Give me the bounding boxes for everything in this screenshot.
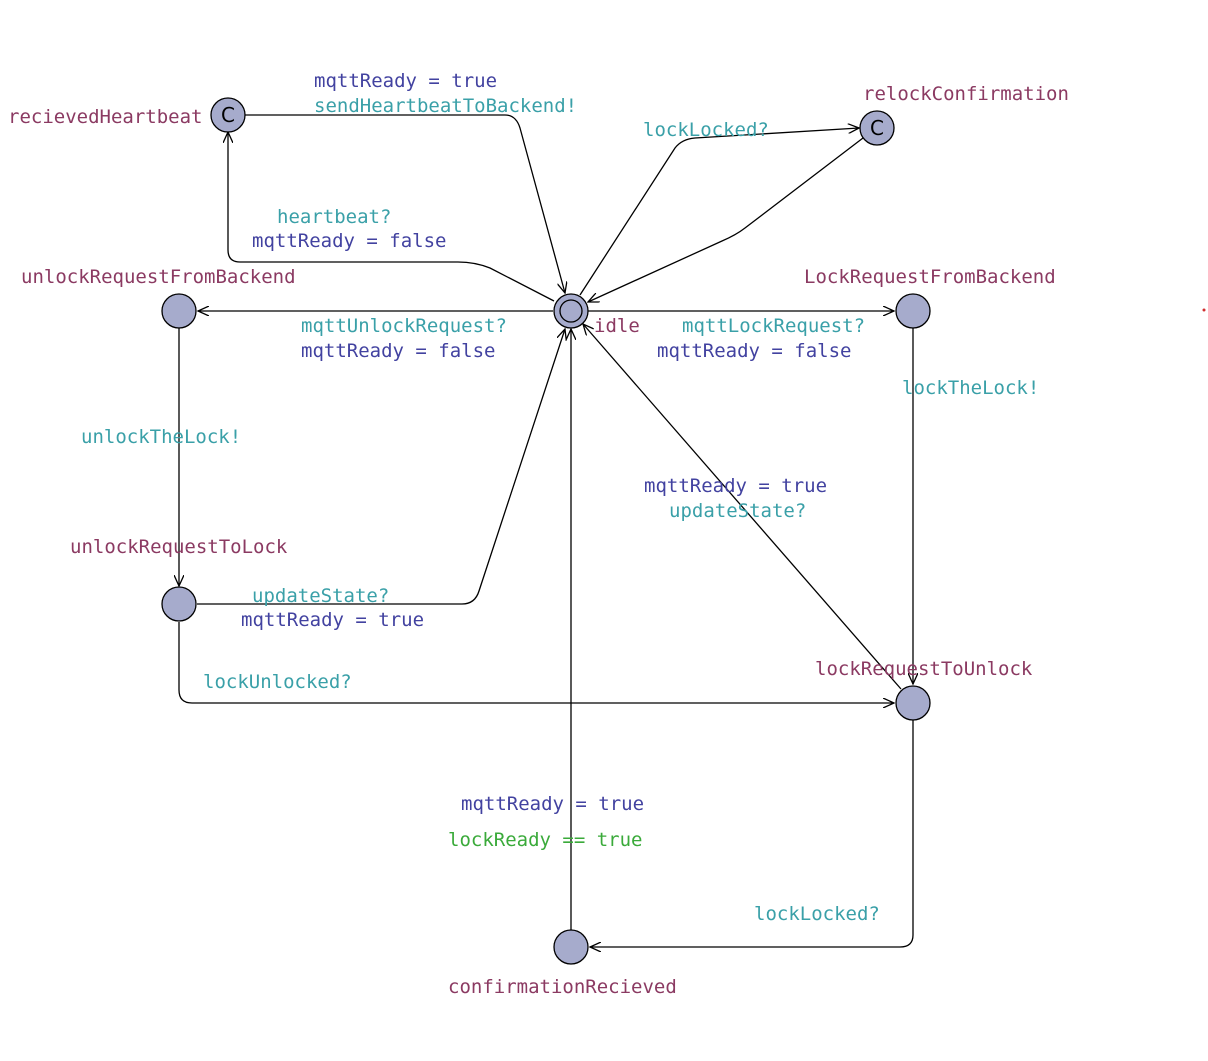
location-name-recieved-heartbeat: recievedHeartbeat — [8, 106, 202, 128]
label-sync: updateState? — [669, 500, 806, 522]
label-sync: mqttUnlockRequest? — [301, 315, 507, 337]
location-name-idle: idle — [594, 315, 640, 337]
label-sync: lockTheLock! — [902, 377, 1039, 399]
label-sync: lockUnlocked? — [203, 671, 352, 693]
label-sync: heartbeat? — [277, 206, 391, 228]
label-assign: mqttReady = true — [644, 475, 827, 497]
location-recieved-heartbeat[interactable]: C — [210, 97, 246, 133]
location-unlock-request-from-backend[interactable] — [161, 293, 197, 329]
label-sync: mqttLockRequest? — [682, 315, 865, 337]
edge-idle-to-relock — [579, 128, 859, 296]
label-sync: unlockTheLock! — [81, 426, 241, 448]
location-unlock-request-to-lock[interactable] — [161, 586, 197, 622]
location-name-lock-request-to-unlock: lockRequestToUnlock — [815, 658, 1033, 680]
marker-dot — [1202, 308, 1206, 312]
committed-mark: C — [221, 103, 235, 127]
edge-heartbeat-to-idle — [245, 114, 565, 293]
label-sync: updateState? — [252, 585, 389, 607]
location-name-confirmation-recieved: confirmationRecieved — [448, 976, 677, 998]
location-name-unlock-request-from-backend: unlockRequestFromBackend — [21, 266, 296, 288]
location-lock-request-from-backend[interactable] — [895, 293, 931, 329]
location-confirmation-recieved[interactable] — [553, 929, 589, 965]
location-name-unlock-request-to-lock: unlockRequestToLock — [70, 536, 288, 558]
label-assign: mqttReady = true — [461, 793, 644, 815]
edge-idle-to-heartbeat — [228, 132, 555, 302]
label-assign: mqttReady = true — [241, 609, 424, 631]
label-guard: lockReady == true — [448, 829, 642, 851]
location-name-relock-confirmation: relockConfirmation — [863, 83, 1069, 105]
label-assign: mqttReady = true — [314, 70, 497, 92]
label-sync: lockLocked? — [643, 119, 769, 141]
label-assign: mqttReady = false — [252, 230, 446, 252]
location-idle[interactable] — [553, 293, 589, 329]
edge-relock-to-idle — [588, 137, 864, 302]
edge-unlock-lock-to-lock-unlock — [178, 622, 894, 703]
edge-lock-unlock-to-confirmation — [590, 720, 914, 947]
label-assign: mqttReady = false — [657, 340, 851, 362]
location-relock-confirmation[interactable]: C — [859, 110, 895, 146]
label-sync: sendHeartbeatToBackend! — [314, 95, 577, 117]
location-name-lock-request-from-backend: LockRequestFromBackend — [804, 266, 1056, 288]
committed-mark: C — [870, 116, 884, 140]
label-sync: lockLocked? — [754, 903, 880, 925]
location-lock-request-to-unlock[interactable] — [895, 685, 931, 721]
edge-lock-unlock-to-idle — [583, 324, 902, 690]
label-assign: mqttReady = false — [301, 340, 495, 362]
edge-unlock-lock-to-idle — [197, 329, 565, 605]
